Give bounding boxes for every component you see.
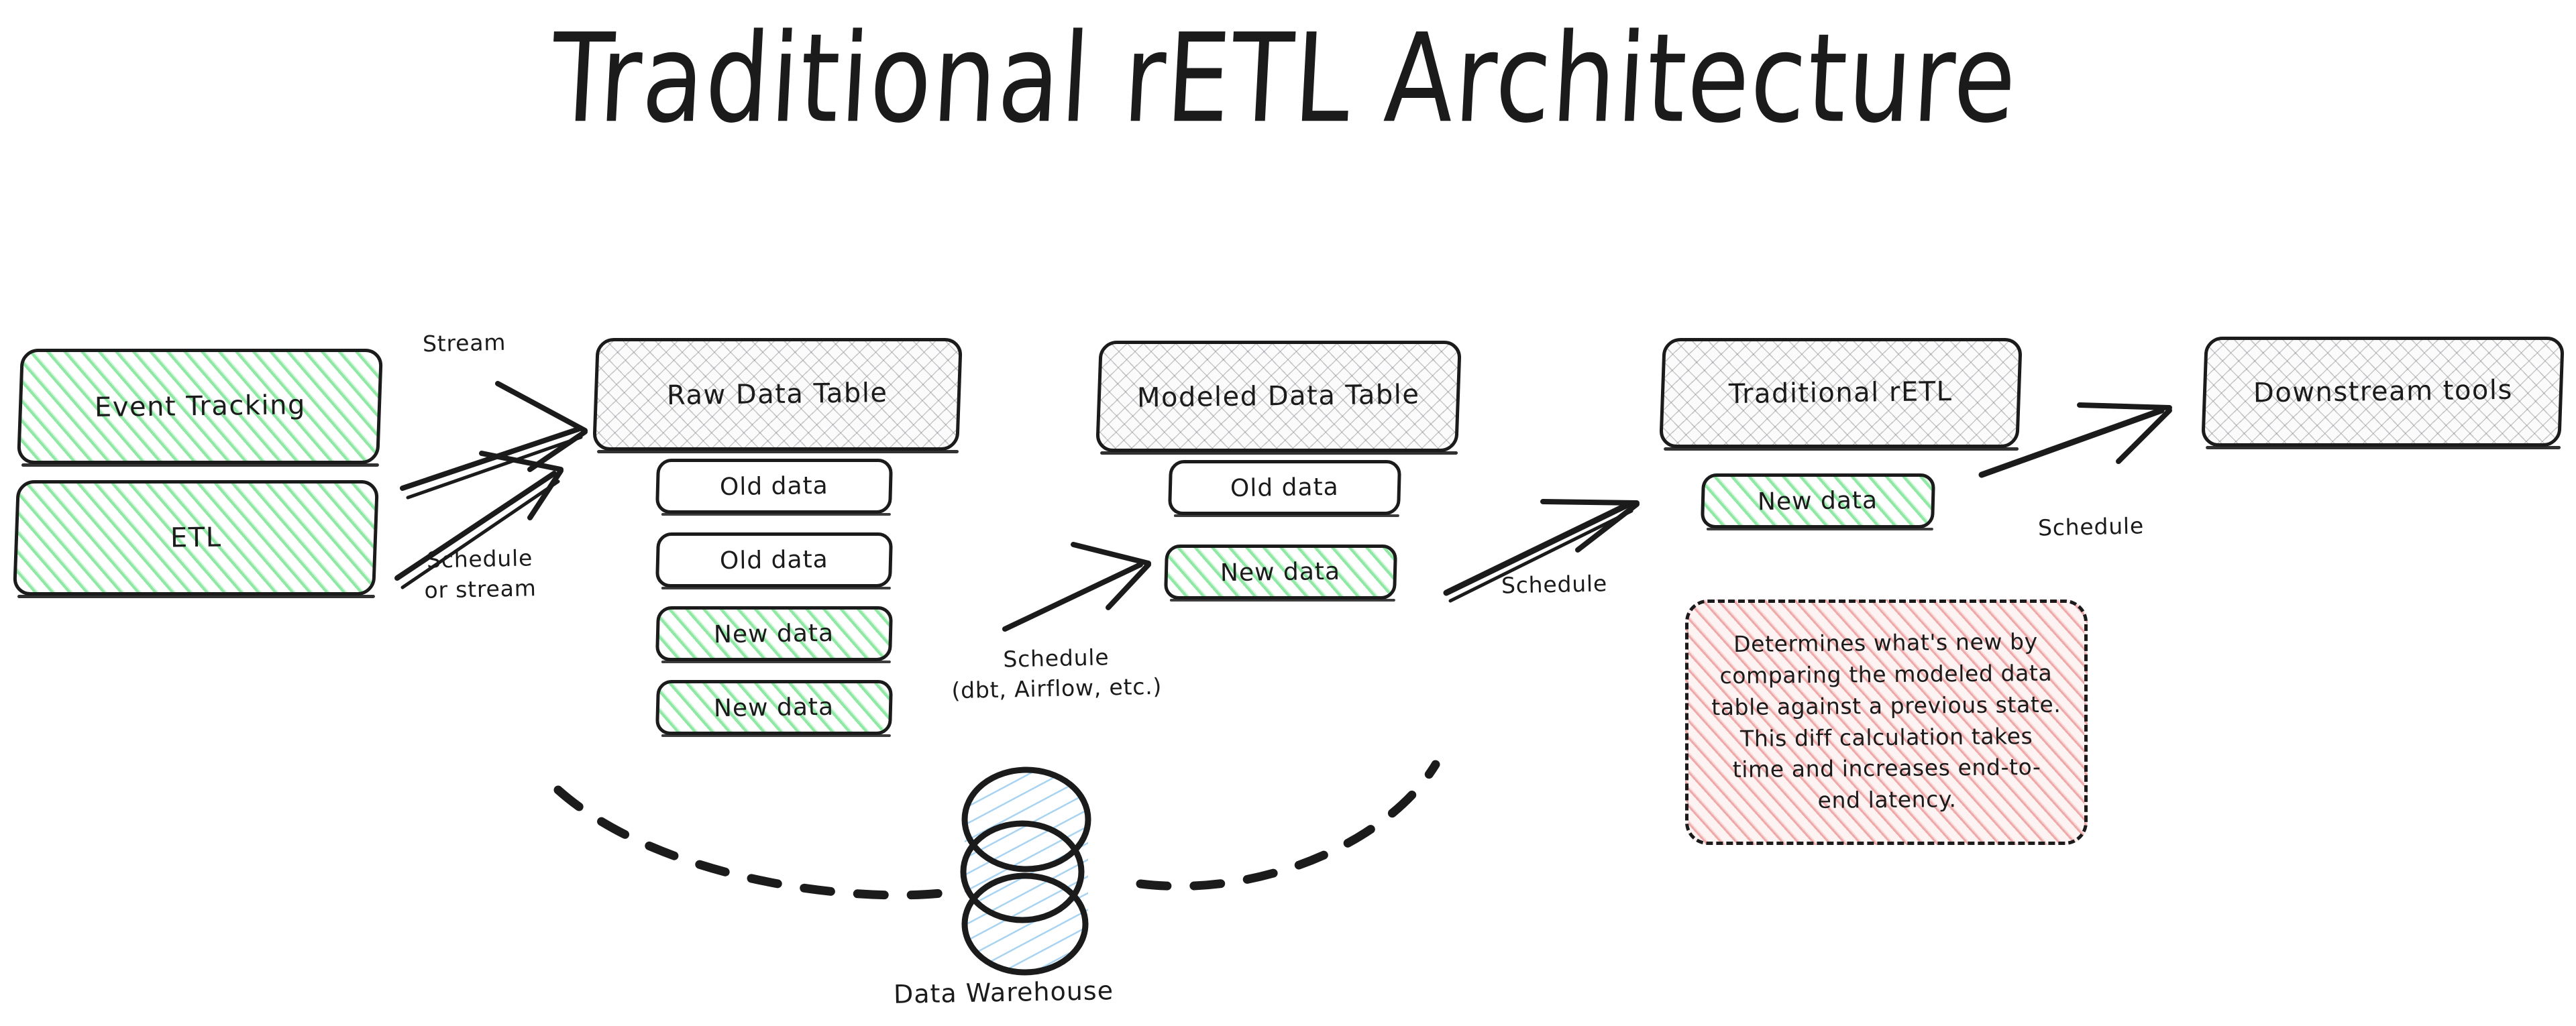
row-label: New data bbox=[714, 693, 835, 722]
edge-label-schedule-right: Schedule bbox=[2037, 512, 2145, 541]
note-retl-diff-explanation: Determines what's new by comparing the m… bbox=[1685, 600, 2088, 845]
row-label: New data bbox=[1758, 486, 1878, 516]
dashed-curve-warehouse-to-retl bbox=[1136, 760, 1440, 891]
node-raw-data-table[interactable]: Raw Data Table bbox=[592, 338, 963, 451]
row-modeled-new-data[interactable]: New data bbox=[1163, 545, 1398, 600]
edge-label-schedule-middle: Schedule bbox=[1501, 570, 1608, 599]
node-label: Traditional rETL bbox=[1729, 376, 1953, 410]
node-event-tracking[interactable]: Event Tracking bbox=[16, 349, 384, 464]
node-traditional-retl[interactable]: Traditional rETL bbox=[1659, 338, 2023, 448]
edge-label-schedule-dbt-airflow: Schedule (dbt, Airflow, etc.) bbox=[951, 644, 1163, 703]
edge-label-schedule-or-stream: Schedule or stream bbox=[424, 545, 537, 604]
node-label: ETL bbox=[170, 522, 222, 554]
page-title: Traditional rETL Architecture bbox=[548, 7, 2021, 151]
row-raw-new-data-1[interactable]: New data bbox=[655, 606, 894, 661]
row-retl-new-data[interactable]: New data bbox=[1700, 473, 1936, 528]
row-modeled-old-data[interactable]: Old data bbox=[1167, 460, 1402, 515]
row-raw-old-data-1[interactable]: Old data bbox=[655, 459, 894, 514]
node-label: Modeled Data Table bbox=[1136, 379, 1420, 414]
row-label: Old data bbox=[719, 471, 829, 501]
data-warehouse-cylinder bbox=[960, 766, 1091, 976]
node-etl[interactable]: ETL bbox=[12, 480, 380, 595]
data-warehouse-label: Data Warehouse bbox=[893, 976, 1114, 1009]
node-label: Downstream tools bbox=[2253, 374, 2513, 409]
note-text: Determines what's new by comparing the m… bbox=[1711, 628, 2061, 814]
dashed-curve-raw-to-warehouse bbox=[553, 785, 957, 900]
row-label: Old data bbox=[719, 545, 829, 575]
row-label: New data bbox=[714, 619, 835, 648]
arrow-raw-to-modeled bbox=[1002, 542, 1151, 632]
node-downstream-tools[interactable]: Downstream tools bbox=[2201, 337, 2565, 447]
edge-label-stream: Stream bbox=[422, 329, 506, 357]
node-label: Event Tracking bbox=[94, 390, 306, 423]
row-label: New data bbox=[1220, 557, 1341, 587]
arrow-event-tracking-to-raw bbox=[400, 381, 588, 500]
row-raw-new-data-2[interactable]: New data bbox=[655, 680, 894, 735]
node-modeled-data-table[interactable]: Modeled Data Table bbox=[1095, 341, 1462, 452]
node-label: Raw Data Table bbox=[666, 377, 889, 412]
row-label: Old data bbox=[1230, 473, 1340, 502]
row-raw-old-data-2[interactable]: Old data bbox=[655, 532, 894, 587]
